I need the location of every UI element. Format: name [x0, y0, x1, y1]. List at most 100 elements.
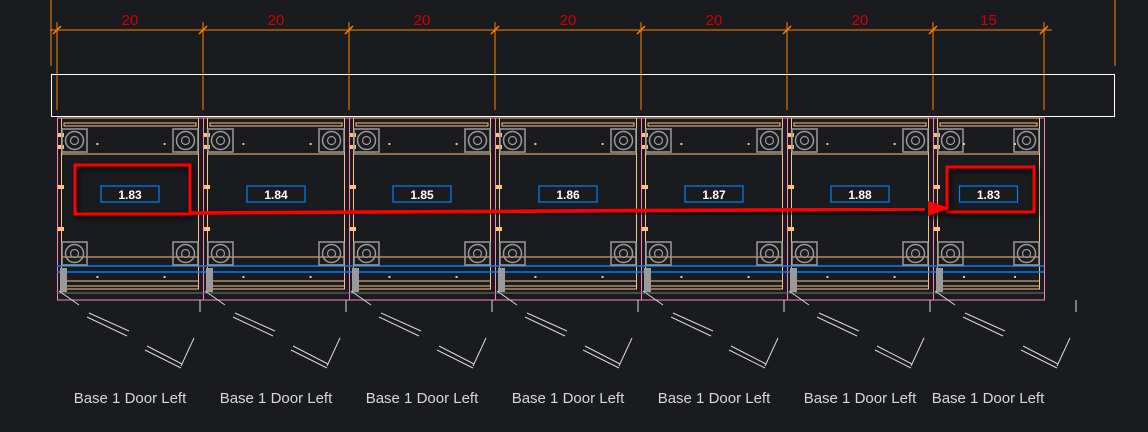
door-leaf [144, 349, 182, 369]
door-edge [1056, 337, 1071, 367]
speaker-icon [172, 128, 199, 153]
highlight-box [945, 165, 1036, 214]
dot [388, 276, 391, 278]
speaker-icon [172, 241, 199, 266]
hinge-mark [934, 185, 940, 189]
hinge-mark [58, 145, 64, 149]
speaker-frame [499, 128, 526, 153]
dot [388, 143, 391, 145]
speaker-icon [937, 128, 964, 153]
cabinet-label: 1.87 [702, 188, 726, 202]
dot [747, 143, 750, 145]
speaker-cone [215, 135, 226, 146]
dot [96, 143, 99, 145]
cabinet-carcass [645, 117, 783, 290]
hinge-mark [58, 133, 64, 137]
door-leaf [86, 316, 128, 337]
dimension-tick [636, 25, 646, 35]
speaker-icon [207, 241, 234, 266]
speaker-ring [794, 243, 815, 264]
speaker-cone [653, 248, 664, 259]
speaker-icon [499, 241, 526, 266]
speaker-ring [175, 130, 196, 151]
speaker-ring [905, 130, 926, 151]
speaker-icon [499, 128, 526, 153]
speaker-ring [794, 130, 815, 151]
hinge-mark [58, 227, 64, 231]
speaker-icon [791, 128, 818, 153]
hinge-mark [642, 227, 648, 231]
highlight-annotation [73, 163, 1036, 216]
speaker-frame [172, 241, 199, 266]
door-leaf [670, 316, 712, 337]
speaker-frame [610, 128, 637, 153]
door-leaf [526, 312, 568, 332]
door-edge [326, 337, 341, 367]
dot [534, 143, 537, 145]
speaker-ring [64, 243, 85, 264]
speaker-icon [464, 241, 491, 266]
speaker-cone [764, 135, 775, 146]
cabinet-label-box [684, 185, 744, 203]
door-edge [180, 337, 195, 367]
speaker-cone [326, 248, 337, 259]
dot [96, 276, 99, 278]
cabinet-label-box [538, 185, 598, 203]
cabinet-carcass [207, 117, 345, 290]
speaker-cone [799, 248, 810, 259]
hinge-mark [350, 145, 356, 149]
speaker-ring [502, 243, 523, 264]
door-swing [350, 290, 493, 369]
top-rail [501, 122, 635, 127]
speaker-cone [910, 248, 921, 259]
speaker-icon [756, 128, 783, 153]
cabinet-caption: Base 1 Door Left [220, 390, 333, 407]
speaker-frame [756, 128, 783, 153]
top-rail [209, 122, 343, 127]
speaker-cone [361, 135, 372, 146]
speaker-frame [937, 241, 964, 266]
hinge-mark [350, 185, 356, 189]
top-rail [647, 122, 781, 127]
hinge-mark [204, 185, 210, 189]
leg-fixture [352, 268, 359, 292]
hinge-mark [496, 227, 502, 231]
speaker-frame [791, 128, 818, 153]
speaker-cone [180, 135, 191, 146]
speaker-frame [756, 241, 783, 266]
hinge-mark [642, 185, 648, 189]
dimension-value: 20 [706, 12, 723, 29]
leg-fixture [60, 268, 67, 292]
top-rail [63, 122, 197, 127]
dimension-tick [198, 25, 208, 35]
door-edge [472, 337, 487, 367]
door-leaf [496, 290, 518, 306]
speaker-cone [69, 135, 80, 146]
cabinet-label-box [830, 185, 890, 203]
hinge-mark [204, 227, 210, 231]
cabinet-label: 1.86 [556, 188, 580, 202]
dot [455, 276, 458, 278]
speaker-icon [1013, 128, 1040, 153]
highlight-arrow-head [928, 201, 950, 216]
speaker-icon [610, 241, 637, 266]
door-leaf [964, 312, 1006, 332]
hinge-mark [788, 133, 794, 137]
speaker-icon [353, 128, 380, 153]
speaker-ring [467, 243, 488, 264]
speaker-ring [1016, 130, 1037, 151]
door-leaf [58, 290, 80, 306]
hinge-mark [642, 145, 648, 149]
speaker-cone [945, 248, 956, 259]
speaker-cone [69, 248, 80, 259]
dot [601, 276, 604, 278]
speaker-ring [175, 243, 196, 264]
